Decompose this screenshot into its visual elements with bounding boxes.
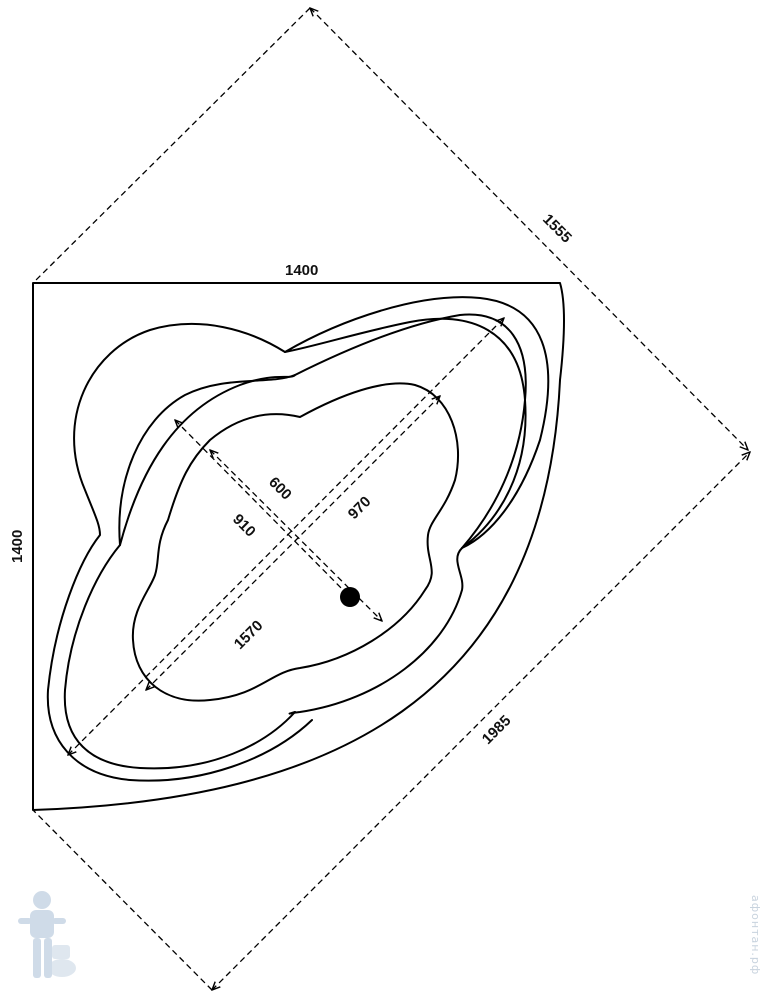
dim-line-1570 — [68, 318, 504, 755]
label-top-width: 1400 — [285, 262, 318, 279]
label-inner-970: 970 — [345, 493, 375, 523]
tub-rim-outer — [284, 296, 550, 549]
dim-line-600 — [210, 450, 382, 621]
label-inner-long: 1570 — [231, 617, 267, 653]
dim-line-970 — [146, 396, 440, 690]
watermark-text: афонтан.рф — [749, 895, 762, 975]
label-inner-910: 910 — [229, 511, 259, 541]
drain-dot — [340, 587, 360, 607]
label-diagonal-outer: 1555 — [539, 211, 575, 247]
label-inner-600: 600 — [265, 474, 295, 504]
plumber-mascot-icon — [18, 891, 76, 978]
dim-line-1555-ext-left — [32, 7, 311, 284]
dim-line-1555 — [310, 8, 748, 450]
label-left-height: 1400 — [9, 530, 26, 563]
dim-line-1985-ext-left — [32, 809, 213, 991]
dim-line-910 — [175, 420, 351, 598]
tub-rim-lobe-upper — [46, 323, 313, 782]
